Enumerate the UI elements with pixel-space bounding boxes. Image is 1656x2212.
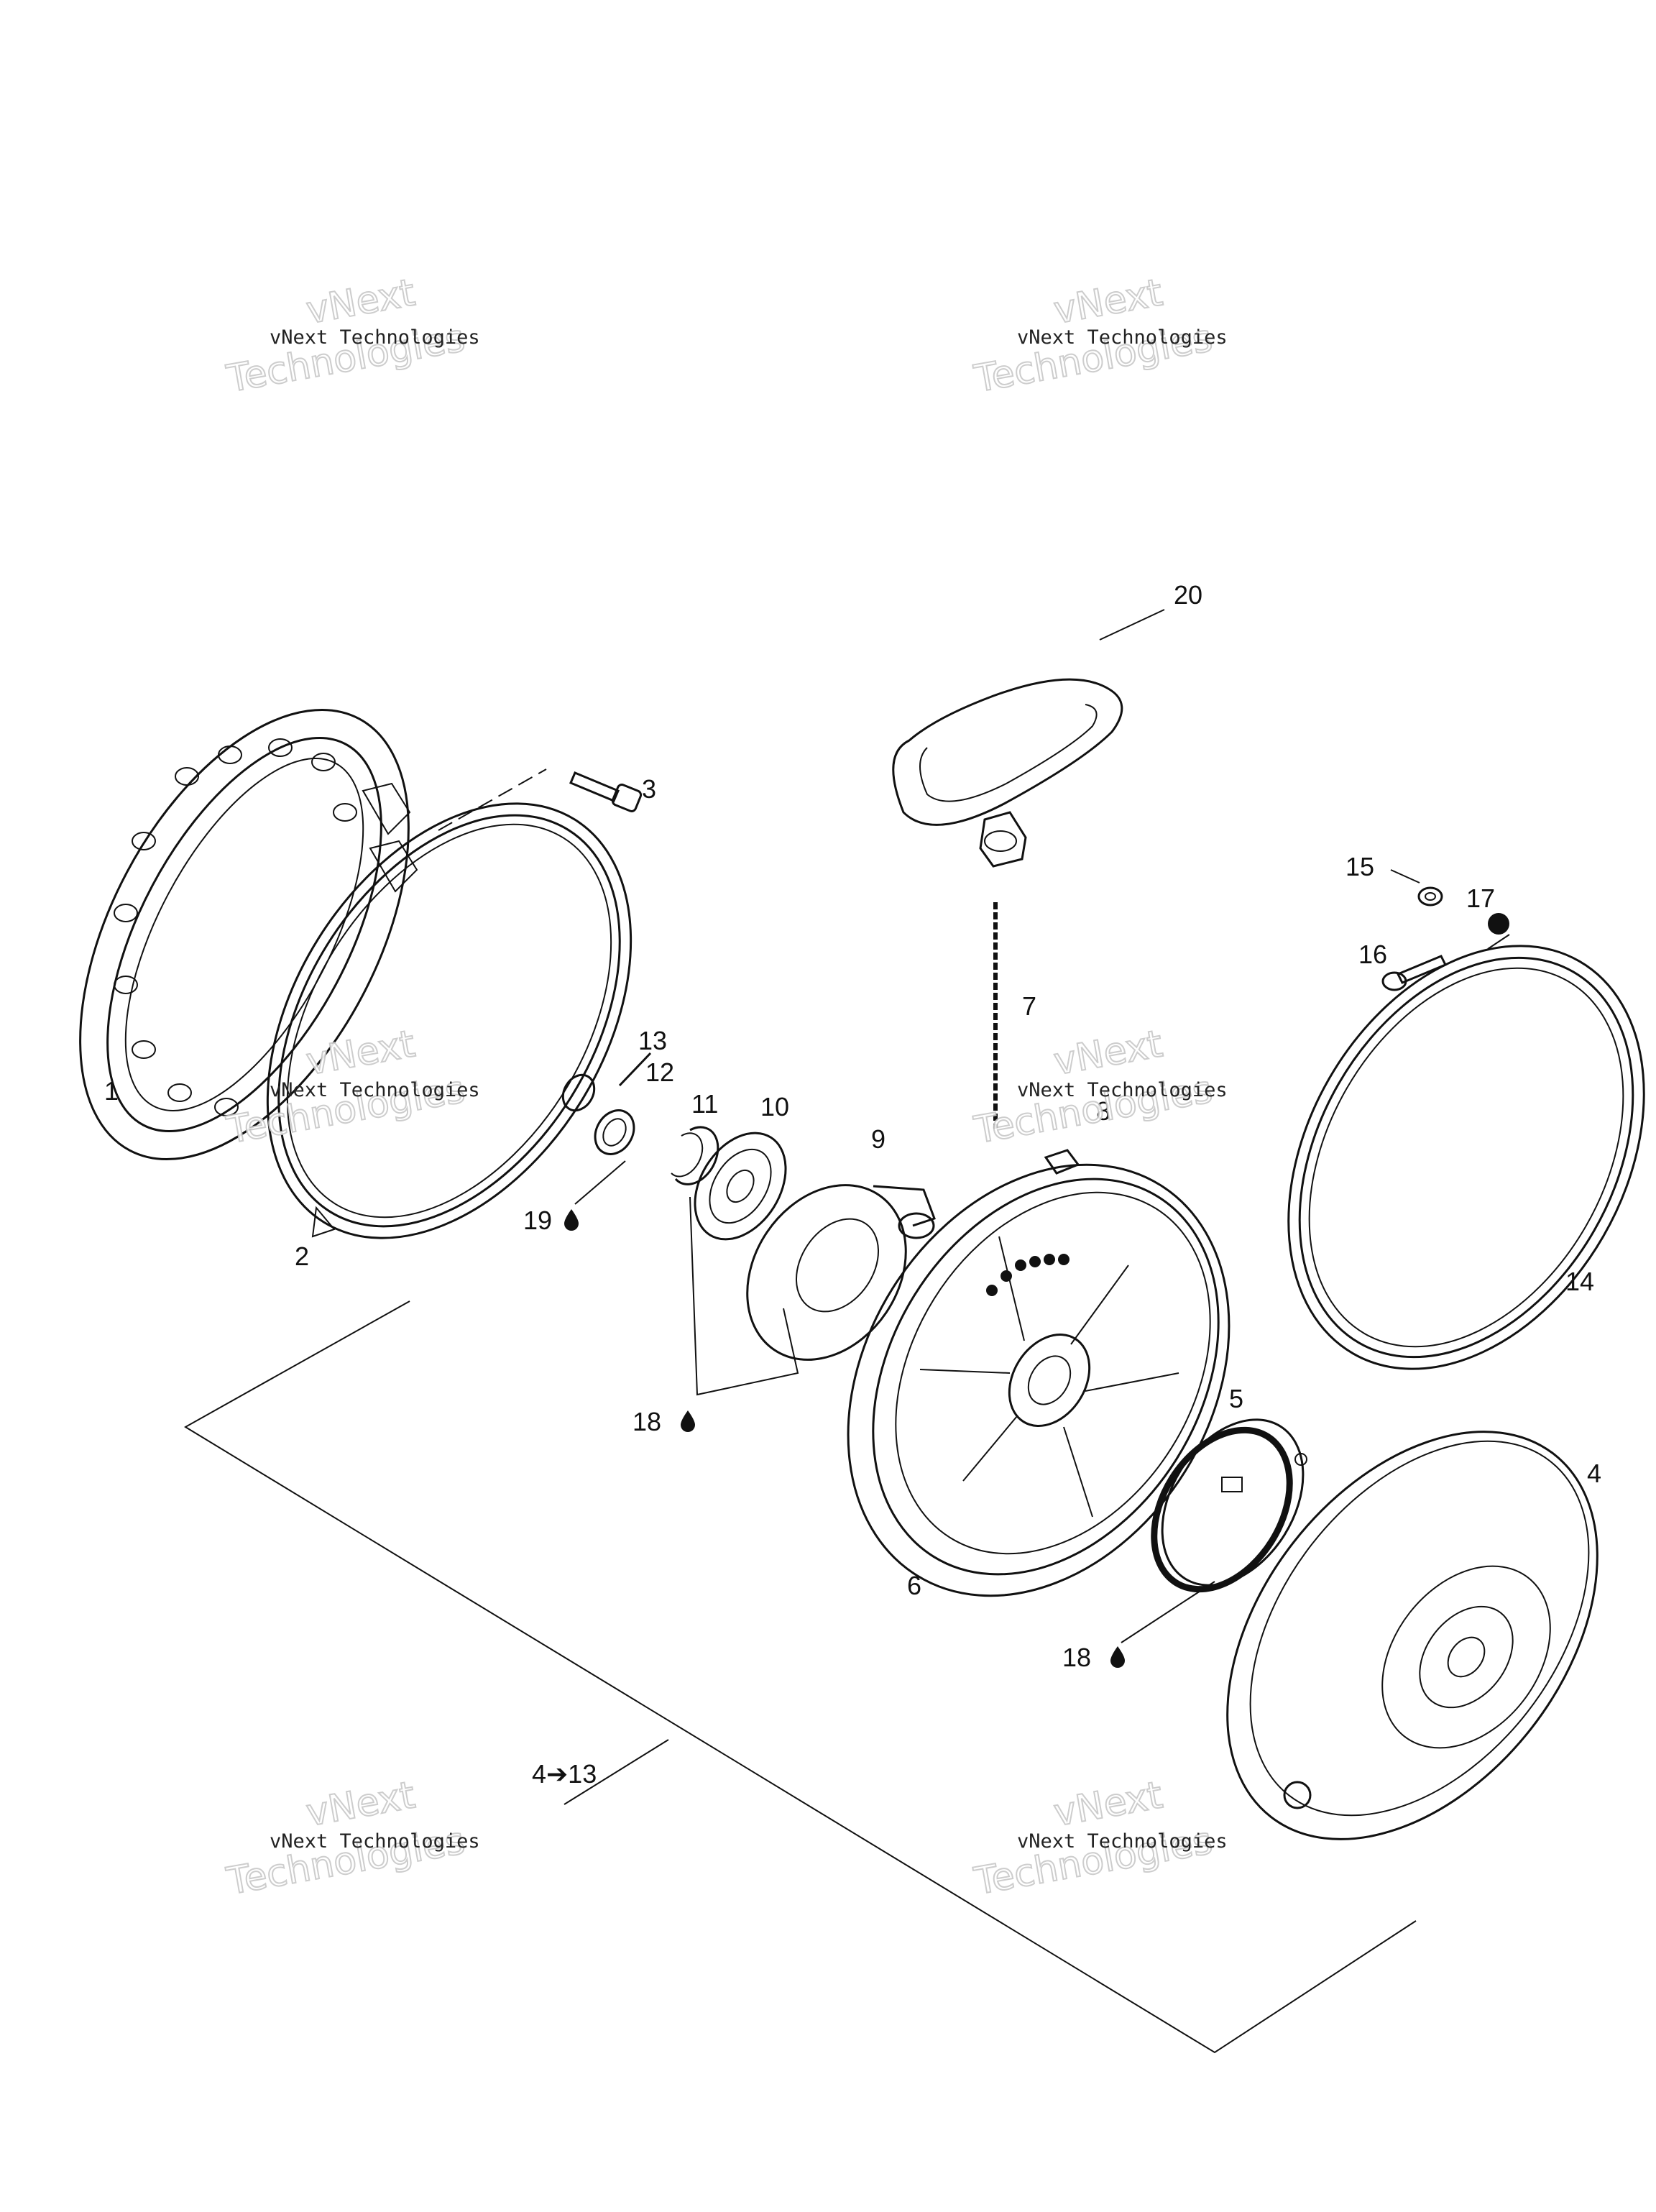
watermark-top-left: vNext Technologies vNext Technologies [223, 270, 480, 402]
callout-4: 4 [1587, 1459, 1601, 1488]
grease-icon [681, 1410, 695, 1432]
callout-17: 17 [1466, 884, 1495, 913]
svg-text:vNext: vNext [1051, 1022, 1166, 1083]
part-19-ring [561, 1073, 596, 1112]
part-20-handle [892, 678, 1123, 868]
grease-icon [1110, 1646, 1125, 1668]
callout-5: 5 [1229, 1384, 1243, 1413]
callout-assembly: 4➔13 [532, 1759, 597, 1789]
callout-15: 15 [1346, 852, 1374, 881]
svg-text:vNext: vNext [1051, 271, 1166, 332]
callout-3: 3 [642, 774, 656, 804]
part-15-washer [1417, 886, 1443, 907]
watermark-mid-left: vNext Technologies vNext Technologies [223, 1022, 480, 1153]
svg-text:vNext: vNext [1051, 1773, 1166, 1835]
svg-text:vNext Technologies: vNext Technologies [1017, 1830, 1228, 1853]
callout-9: 9 [871, 1124, 886, 1154]
callout-7: 7 [1022, 991, 1036, 1021]
part-6-pulley [847, 1163, 1230, 1597]
part-13-pin [618, 1052, 652, 1087]
callout-11: 11 [691, 1089, 718, 1119]
callout-19: 19 [523, 1206, 579, 1235]
watermark-top-right: vNext Technologies vNext Technologies [970, 270, 1228, 402]
svg-text:vNext: vNext [303, 271, 418, 332]
svg-text:vNext Technologies: vNext Technologies [270, 326, 480, 349]
callout-20: 20 [1174, 580, 1202, 610]
callout-2: 2 [295, 1242, 309, 1271]
callout-18-lower: 18 [1062, 1643, 1125, 1672]
svg-text:vNext Technologies: vNext Technologies [270, 1830, 480, 1853]
svg-text:18: 18 [632, 1407, 661, 1436]
assembly-bracket [184, 1300, 1417, 2054]
callout-8: 8 [1096, 1096, 1110, 1126]
callout-6: 6 [907, 1571, 921, 1600]
watermark-mid-right: vNext Technologies vNext Technologies [970, 1022, 1228, 1153]
svg-text:vNext Technologies: vNext Technologies [1017, 1079, 1228, 1101]
callout-12: 12 [645, 1057, 674, 1087]
watermark-bottom-right: vNext Technologies vNext Technologies [970, 1773, 1228, 1904]
part-12-spring [594, 1109, 635, 1155]
part-10-pawl [694, 1132, 787, 1241]
part-9-cam [746, 1184, 936, 1361]
callout-14: 14 [1565, 1267, 1594, 1296]
part-2-ring [266, 802, 632, 1239]
part-14-band [1287, 945, 1645, 1370]
svg-text:vNext: vNext [303, 1773, 418, 1835]
svg-text:19: 19 [523, 1206, 552, 1235]
part-4-cover [1226, 1431, 1598, 1840]
grease-icon [564, 1209, 579, 1231]
callout-13: 13 [638, 1026, 667, 1055]
part-17-nut [1488, 913, 1509, 935]
svg-text:vNext Technologies: vNext Technologies [1017, 326, 1228, 349]
svg-text:18: 18 [1062, 1643, 1091, 1672]
callout-10: 10 [760, 1092, 789, 1121]
part-16-bolt [1381, 955, 1448, 991]
callout-16: 16 [1358, 940, 1387, 969]
svg-text:vNext Technologies: vNext Technologies [270, 1079, 480, 1101]
watermark-bottom-left: vNext Technologies vNext Technologies [223, 1773, 480, 1904]
part-3-screw [569, 771, 643, 812]
callout-18-upper: 18 [632, 1407, 695, 1436]
svg-text:vNext: vNext [303, 1022, 418, 1083]
part-11-circlip [671, 1126, 719, 1185]
part-5-spring [1151, 1418, 1307, 1593]
callout-1: 1 [104, 1076, 119, 1106]
